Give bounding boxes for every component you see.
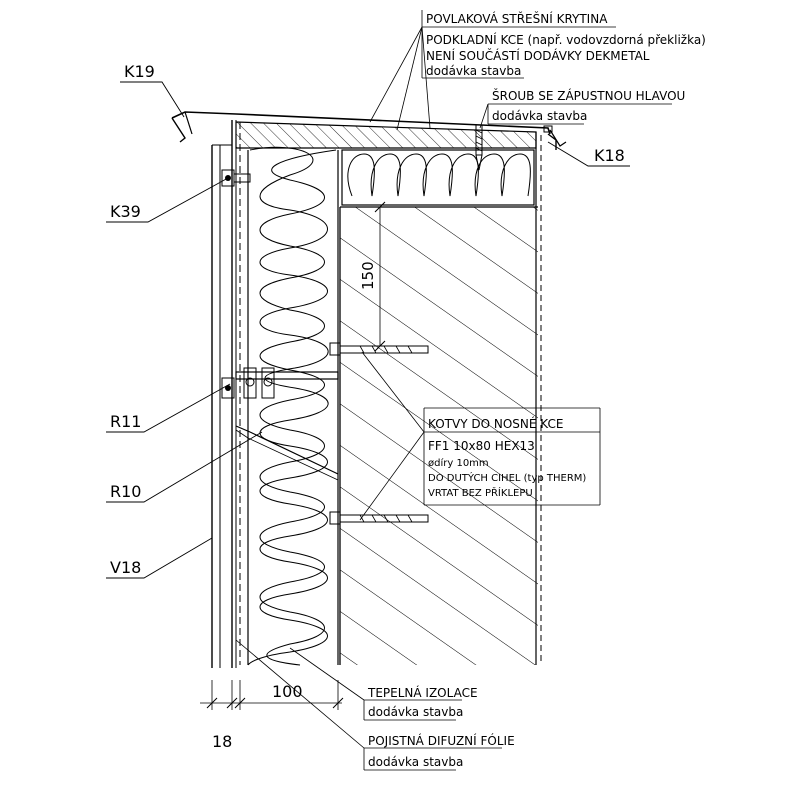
label-supply-roof: dodávka stavba xyxy=(426,64,521,78)
label-screw: ŠROUB SE ZÁPUSTNOU HLAVOU xyxy=(492,88,685,103)
label-anchors-line3: DO DUTÝCH CIHEL (typ THERM) xyxy=(428,471,586,484)
dim-18-label: 18 xyxy=(212,732,232,751)
dim-100-label: 100 xyxy=(272,682,303,701)
tag-k39-label: K39 xyxy=(110,202,141,221)
tag-r11-label: R11 xyxy=(110,412,141,431)
label-foil: POJISTNÁ DIFUZNÍ FÓLIE xyxy=(368,733,515,748)
tag-k18-label: K18 xyxy=(594,146,625,165)
substructure xyxy=(211,120,542,668)
label-supply-foil: dodávka stavba xyxy=(368,755,463,769)
wall-insulation xyxy=(247,146,339,666)
label-insulation: TEPELNÁ IZOLACE xyxy=(367,685,478,700)
label-not-supplied: NENÍ SOUČÁSTÍ DODÁVKY DEKMETAL xyxy=(426,48,650,63)
label-substrate: PODKLADNÍ KCE (např. vodovzdorná překliž… xyxy=(426,32,706,47)
label-supply-insulation: dodávka stavba xyxy=(368,705,463,719)
callout-anchors: KOTVY DO NOSNÉ KCE FF1 10x80 HEX13 ødíry… xyxy=(359,351,601,521)
label-anchors-title: KOTVY DO NOSNÉ KCE xyxy=(428,416,563,431)
anchor-upper xyxy=(329,342,429,356)
label-roof-membrane: POVLAKOVÁ STŘEŠNÍ KRYTINA xyxy=(426,11,608,26)
tag-k18: K18 xyxy=(547,141,630,167)
anchor-lower xyxy=(329,511,429,525)
callout-roof: POVLAKOVÁ STŘEŠNÍ KRYTINA PODKLADNÍ KCE … xyxy=(369,10,706,131)
label-anchors-line1: FF1 10x80 HEX13 xyxy=(428,439,535,453)
countersunk-screw xyxy=(475,124,483,171)
tag-v18-label: V18 xyxy=(110,558,141,577)
tag-v18: V18 xyxy=(106,537,213,579)
callout-screw: ŠROUB SE ZÁPUSTNOU HLAVOU dodávka stavba xyxy=(479,88,685,129)
callout-foil: POJISTNÁ DIFUZNÍ FÓLIE dodávka stavba xyxy=(235,639,515,771)
label-anchors-line2: ødíry 10mm xyxy=(428,457,489,469)
tag-k19: K19 xyxy=(120,62,185,118)
tag-r11: R11 xyxy=(106,383,231,433)
dim-150-label: 150 xyxy=(359,261,377,290)
tag-k39: K39 xyxy=(106,177,229,223)
label-supply-screw: dodávka stavba xyxy=(492,109,587,123)
tag-r10-label: R10 xyxy=(110,482,141,501)
roof-flashing xyxy=(171,111,567,150)
dimension-150: 150 xyxy=(359,201,386,352)
callout-insulation: TEPELNÁ IZOLACE dodávka stavba xyxy=(289,647,478,721)
dimension-bottom: 100 18 xyxy=(200,680,344,751)
tag-r10: R10 xyxy=(106,431,263,503)
label-anchors-line4: VRTAT BEZ PŘÍKLEPU xyxy=(428,486,533,499)
roof-insulation xyxy=(341,149,535,206)
tag-k19-label: K19 xyxy=(124,62,155,81)
masonry-wall xyxy=(339,206,538,665)
profile-r10 xyxy=(235,425,339,481)
bracket-r11 xyxy=(221,367,339,399)
